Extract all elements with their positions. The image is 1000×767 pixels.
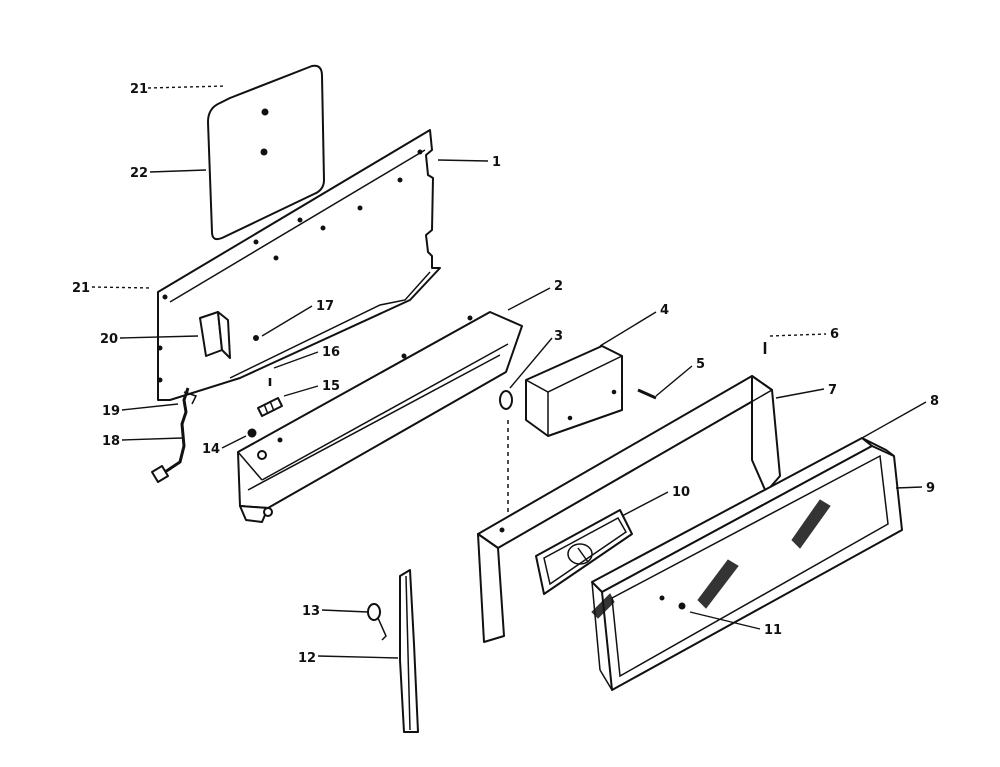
callout-10: 10 [672, 485, 690, 500]
callout-11: 11 [764, 623, 782, 638]
callout-13: 13 [302, 604, 320, 619]
part-3-clip [499, 390, 513, 410]
callout-3: 3 [554, 329, 563, 344]
callout-12: 12 [298, 651, 316, 666]
callout-20: 20 [100, 332, 118, 347]
part-4-box [525, 345, 623, 437]
callout-15: 15 [322, 379, 340, 394]
part-10-window [535, 509, 633, 595]
callout-5: 5 [696, 357, 705, 372]
part-22-panel [207, 64, 325, 241]
leader-lines [91, 85, 927, 659]
callout-19: 19 [102, 404, 120, 419]
callout-6: 6 [830, 327, 839, 342]
part-12-side-trim [399, 569, 419, 733]
callout-21-side: 21 [72, 281, 90, 296]
callout-8: 8 [930, 394, 939, 409]
callout-18: 18 [102, 434, 120, 449]
callout-7: 7 [828, 383, 837, 398]
callout-1: 1 [492, 155, 501, 170]
part-17-screw [253, 335, 259, 341]
part-9-front-panel [591, 437, 903, 691]
callout-4: 4 [660, 303, 669, 318]
callout-21-top: 21 [130, 82, 148, 97]
part-15-clip [257, 397, 283, 417]
part-18-wire-harness [151, 387, 198, 483]
part-7-console-body [477, 375, 781, 643]
part-5-screw [637, 388, 657, 400]
callout-9: 9 [926, 481, 935, 496]
callout-14: 14 [202, 442, 220, 457]
part-20-bracket [199, 311, 231, 359]
callout-22: 22 [130, 166, 148, 181]
callout-16: 16 [322, 345, 340, 360]
callout-17: 17 [316, 299, 334, 314]
callout-2: 2 [554, 279, 563, 294]
part-2-trim-rail [237, 311, 523, 523]
part-13-clip [367, 603, 387, 641]
part-14-nut [247, 428, 257, 438]
callout-labels: 21 22 1 21 20 17 16 15 19 18 14 2 3 4 5 … [72, 82, 939, 666]
